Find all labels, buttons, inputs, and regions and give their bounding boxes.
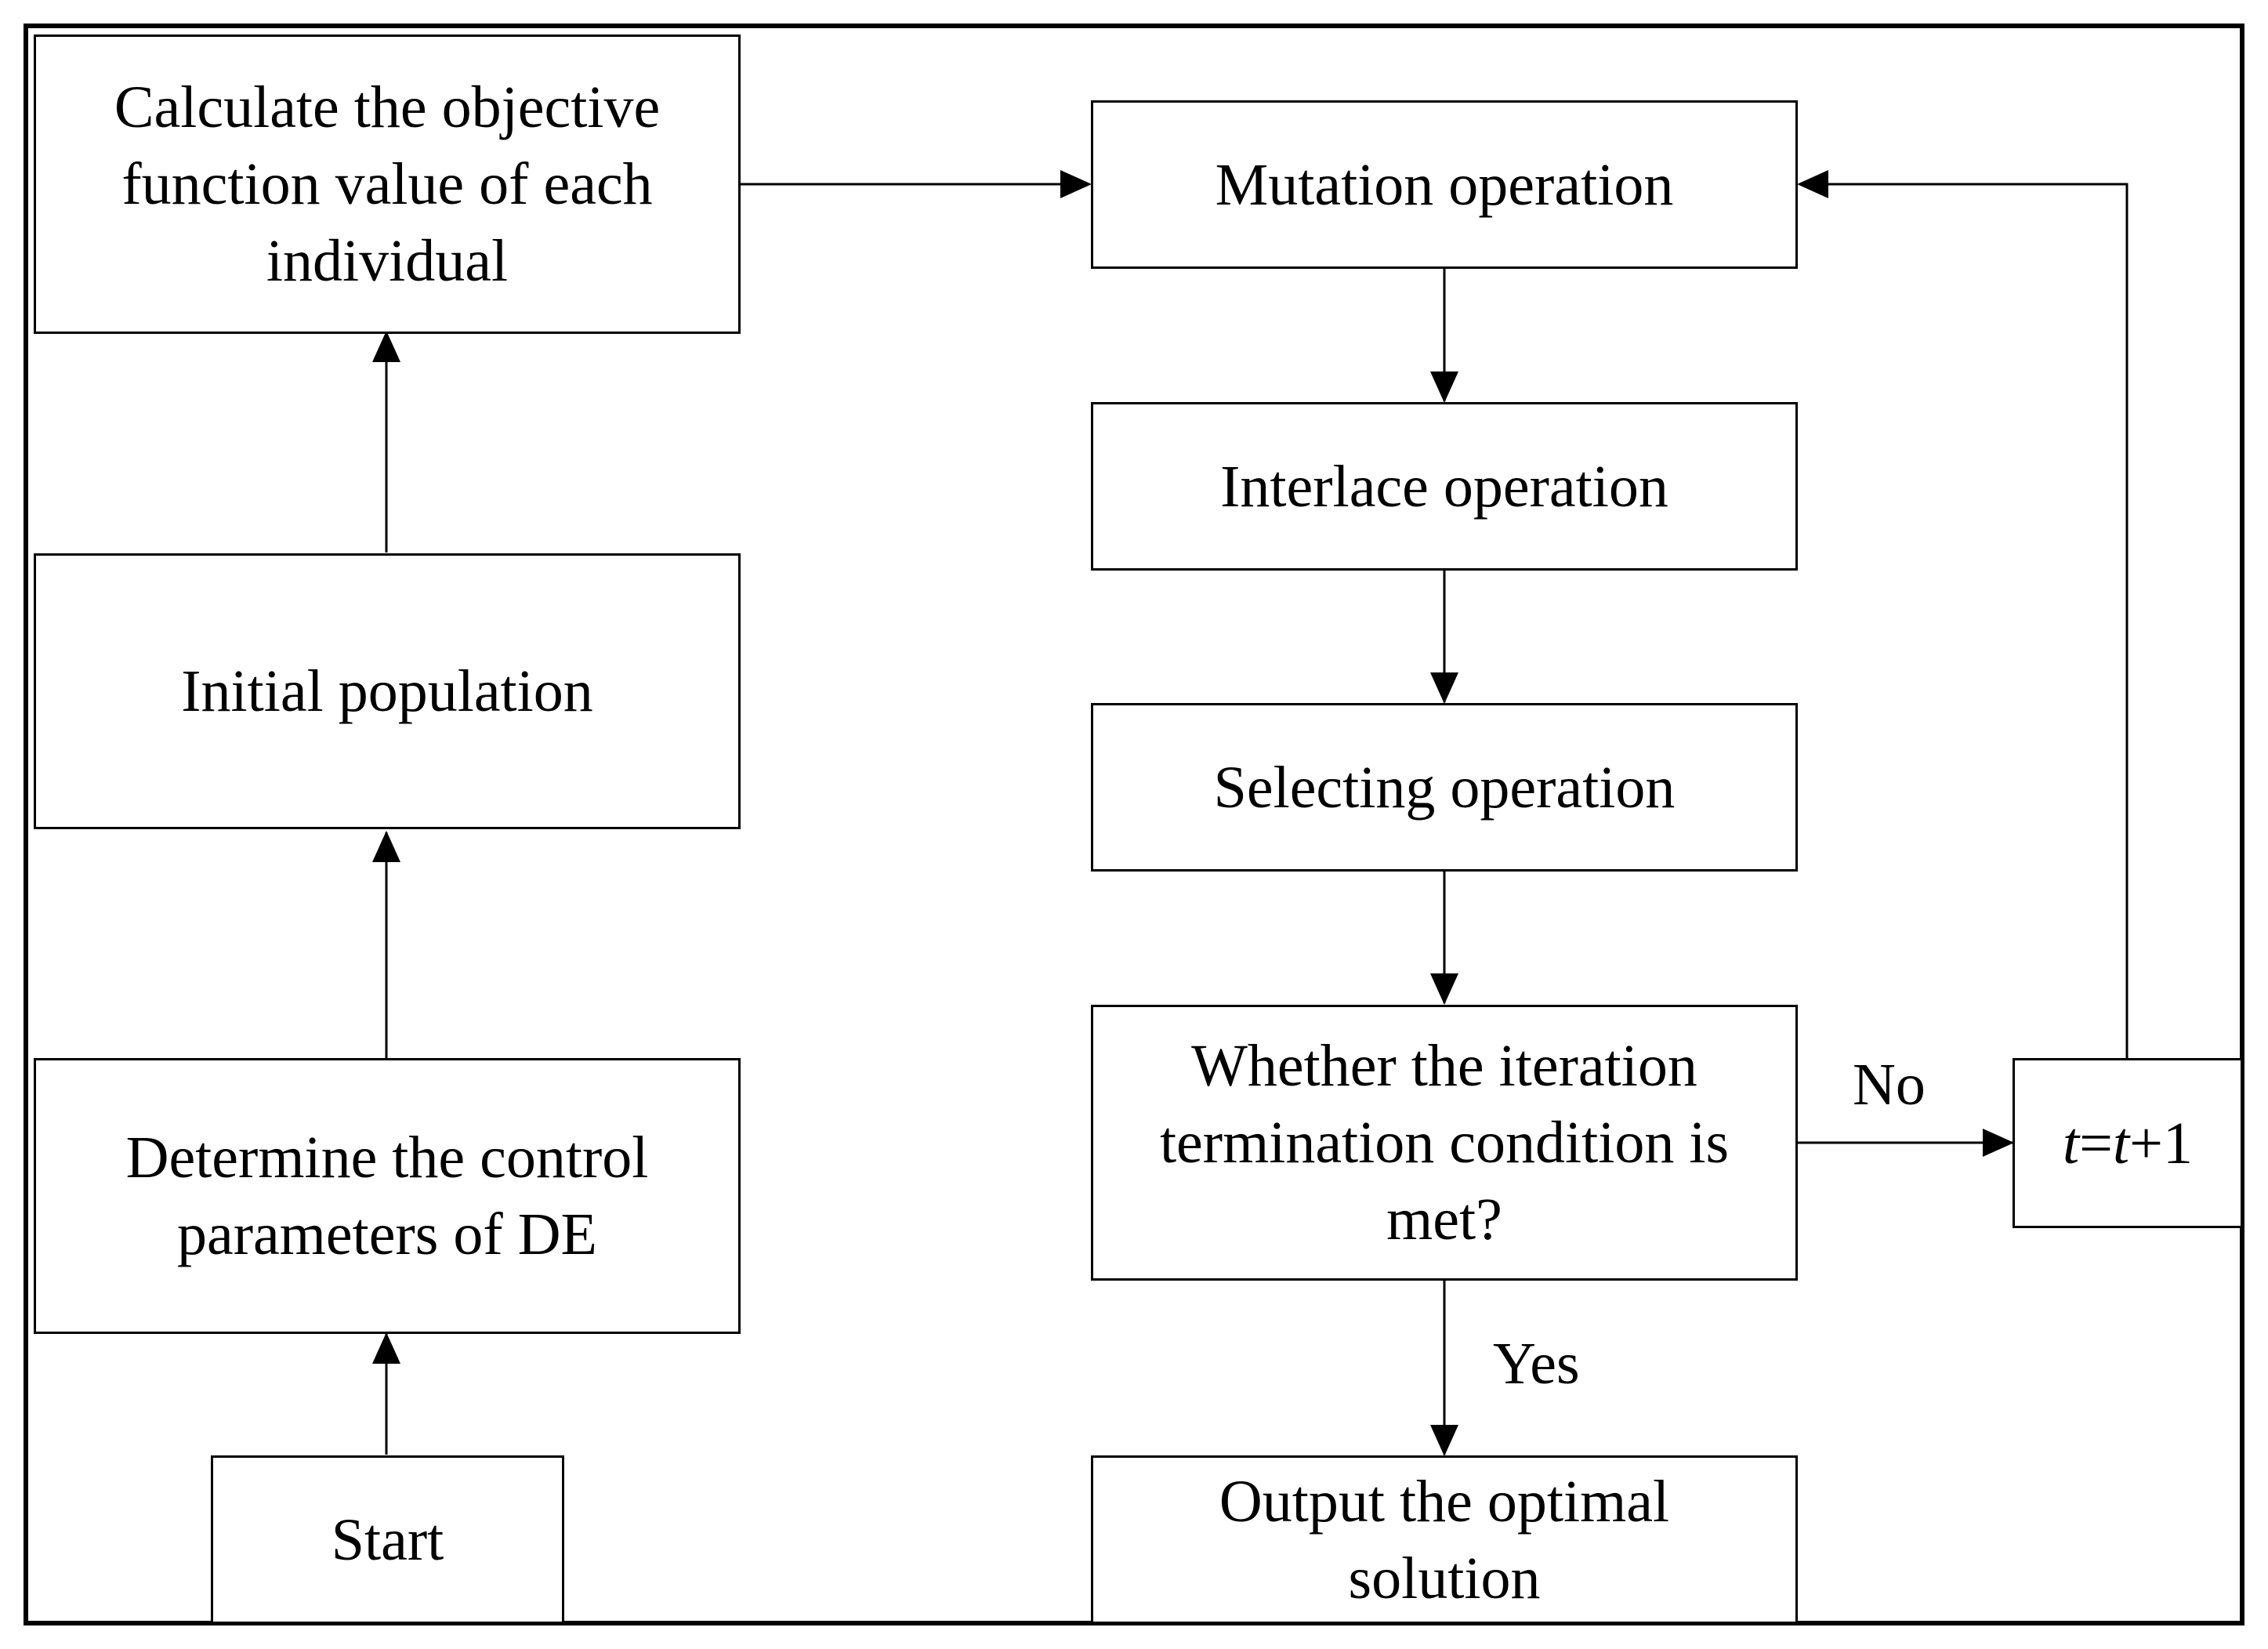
determine-parameters-box: Determine the control parameters of DE	[34, 1058, 741, 1334]
calculate-objective-box: Calculate the objective function value o…	[34, 34, 741, 334]
increment-plus-one: +1	[2129, 1110, 2193, 1176]
no-label: No	[1853, 1052, 1926, 1118]
start-text: Start	[331, 1506, 444, 1573]
calculate-objective-text: Calculate the objective function value o…	[114, 74, 661, 294]
start-box: Start	[211, 1455, 564, 1624]
arrowhead-increment	[1983, 1129, 2014, 1157]
initial-population-text: Initial population	[181, 658, 593, 724]
interlace-operation-box: Interlace operation	[1091, 402, 1798, 571]
increment-equals: =	[2079, 1110, 2113, 1176]
mutation-operation-box: Mutation operation	[1091, 100, 1798, 269]
output-solution-box: Output the optimal solution	[1091, 1455, 1798, 1624]
arrowhead-calculate	[372, 331, 400, 362]
mutation-operation-text: Mutation operation	[1215, 151, 1674, 218]
termination-condition-box: Whether the iteration termination condit…	[1091, 1005, 1798, 1281]
increment-var-1: t	[2063, 1110, 2080, 1176]
arrowhead-initial	[372, 831, 400, 862]
arrowhead-interlace	[1430, 371, 1458, 403]
termination-condition-text: Whether the iteration termination condit…	[1159, 1033, 1730, 1252]
arrowhead-selecting	[1430, 672, 1458, 704]
arrowhead-mutation-right	[1797, 170, 1828, 198]
selecting-operation-box: Selecting operation	[1091, 703, 1798, 872]
arrowhead-whether	[1430, 973, 1458, 1005]
determine-parameters-text: Determine the control parameters of DE	[125, 1125, 649, 1267]
increment-text: t=t+1	[2063, 1105, 2193, 1182]
increment-var-2: t	[2113, 1110, 2130, 1176]
initial-population-box: Initial population	[34, 553, 741, 829]
interlace-operation-text: Interlace operation	[1220, 453, 1668, 520]
arrowhead-mutation-left	[1060, 170, 1092, 198]
selecting-operation-text: Selecting operation	[1213, 754, 1676, 821]
arrow-increment-to-mutation	[1799, 183, 2129, 1059]
output-solution-text: Output the optimal solution	[1219, 1468, 1670, 1611]
increment-box: t=t+1	[2013, 1058, 2243, 1228]
arrowhead-output	[1430, 1425, 1458, 1456]
yes-label: Yes	[1493, 1331, 1580, 1397]
arrowhead-determine	[372, 1332, 400, 1364]
